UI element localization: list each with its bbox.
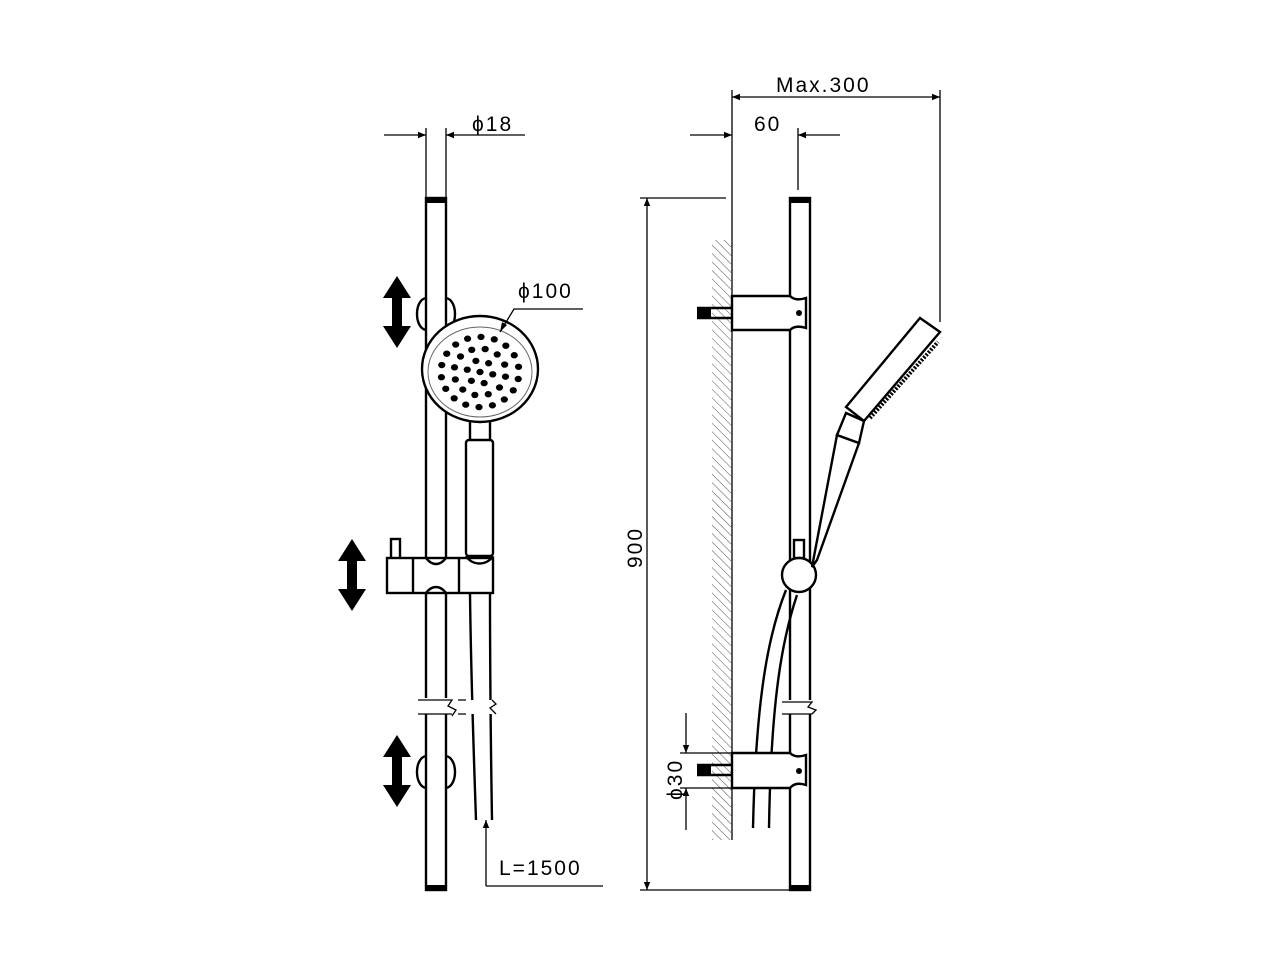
nozzle-dot — [488, 402, 497, 409]
bracket-diameter-label: ϕ30 — [664, 759, 687, 800]
nozzle-dot — [437, 374, 446, 381]
nozzle-dot — [450, 364, 459, 371]
head-diameter-label: ϕ100 — [518, 280, 573, 303]
head-diameter-dimension: ϕ100 — [499, 280, 583, 333]
nozzle-dot — [502, 342, 510, 349]
lower-wall-clip — [415, 754, 457, 790]
nozzle-dot — [452, 341, 460, 348]
nozzle-dot — [514, 375, 522, 383]
nozzle-dot — [477, 333, 485, 341]
nozzle-dot — [438, 361, 446, 369]
nozzle-dot — [489, 371, 497, 378]
nozzle-pattern — [437, 333, 523, 411]
nozzle-dot — [484, 390, 492, 398]
wall-hatching — [712, 240, 732, 840]
nozzle-dot — [456, 353, 465, 360]
nozzle-dot — [490, 336, 498, 343]
nozzle-dot — [475, 403, 483, 411]
nozzle-dot — [463, 366, 471, 373]
side-view: Max.300 60 900 — [624, 74, 942, 892]
nozzle-dot — [451, 376, 459, 383]
nozzle-dot — [472, 357, 480, 365]
side-handset — [810, 316, 942, 568]
max-projection-dimension: Max.300 — [731, 74, 941, 840]
adjust-arrow-icon — [383, 735, 411, 807]
nozzle-dot — [501, 373, 510, 380]
rail-length-dimension: 900 — [624, 197, 792, 891]
nozzle-dot — [514, 363, 523, 370]
wall-offset-label: 60 — [754, 113, 781, 136]
adjust-arrow-icon — [338, 539, 366, 611]
nozzle-dot — [476, 368, 484, 376]
nozzle-dot — [471, 391, 479, 399]
nozzle-dot — [501, 361, 509, 368]
nozzle-dot — [509, 387, 517, 394]
adjust-arrow-icon — [383, 276, 411, 348]
nozzle-dot — [510, 352, 518, 359]
rail-length-label: 900 — [624, 527, 647, 568]
hose-length-dimension: L=1500 — [482, 820, 603, 887]
slider-bracket — [385, 537, 495, 595]
nozzle-dot — [443, 350, 451, 357]
max-projection-label: Max.300 — [776, 74, 871, 97]
lower-wall-bracket — [697, 751, 808, 790]
rail-diameter-dimension: ϕ18 — [384, 113, 525, 198]
handset-handle — [464, 419, 495, 565]
rail-diameter-label: ϕ18 — [472, 113, 513, 136]
nozzle-dot — [481, 345, 489, 353]
nozzle-dot — [500, 396, 508, 403]
nozzle-dot — [480, 379, 488, 387]
front-view: ϕ18 — [338, 113, 603, 892]
nozzle-dot — [459, 386, 467, 393]
nozzle-dot — [442, 385, 450, 392]
nozzle-dot — [467, 377, 475, 384]
nozzle-dot — [463, 335, 472, 342]
nozzle-dot — [450, 395, 458, 402]
wall-offset-dimension: 60 — [690, 113, 840, 190]
nozzle-dot — [493, 351, 501, 358]
shower-head — [420, 314, 540, 424]
side-slider — [780, 538, 818, 594]
nozzle-dot — [462, 401, 470, 408]
nozzle-dot — [485, 360, 493, 367]
nozzle-dot — [468, 346, 476, 354]
hose-length-label: L=1500 — [499, 857, 582, 880]
nozzle-dot — [495, 384, 504, 391]
upper-wall-bracket — [697, 294, 808, 332]
bracket-diameter-dimension: ϕ30 — [664, 713, 732, 830]
shower-hose — [458, 592, 498, 821]
